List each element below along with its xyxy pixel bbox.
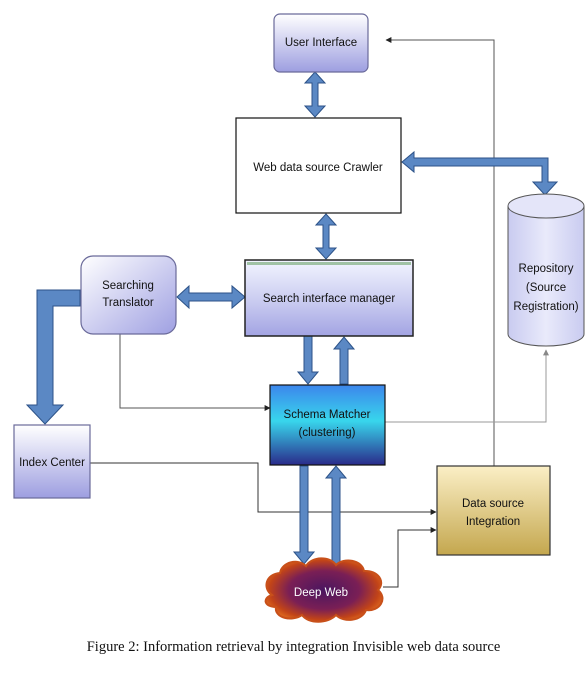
line-translator-to-schema <box>119 334 271 411</box>
user-interface-label: User Interface <box>285 37 357 49</box>
repository-label-3: Registration) <box>513 301 578 313</box>
node-index-center: Index Center <box>13 424 91 499</box>
arrow-ui-crawler <box>303 71 327 118</box>
arrow-crawler-sim <box>314 213 338 260</box>
searching-translator-label-2: Translator <box>102 297 154 309</box>
line-schema-to-repository <box>385 349 549 423</box>
repository-label-2: (Source <box>526 282 566 294</box>
deep-web-label: Deep Web <box>294 587 348 599</box>
node-schema-matcher: Schema Matcher (clustering) <box>269 384 386 466</box>
node-deep-web: Deep Web <box>264 557 384 623</box>
index-center-label: Index Center <box>19 457 85 469</box>
arrow-translator-sim <box>176 284 246 310</box>
node-repository: Repository (Source Registration) <box>507 193 585 347</box>
arrow-translator-to-index <box>25 289 81 425</box>
line-deepweb-to-integration <box>383 527 437 588</box>
arrow-crawler-repository <box>401 150 559 196</box>
node-crawler: Web data source Crawler <box>235 117 402 214</box>
connector-lines <box>90 37 549 588</box>
arrow-sim-to-schema <box>296 335 320 385</box>
data-source-integration-label-2: Integration <box>466 516 520 528</box>
repository-label-1: Repository <box>519 263 574 275</box>
arrow-deepweb-to-schema <box>324 465 348 565</box>
searching-translator-label-1: Searching <box>102 280 154 292</box>
node-search-interface-manager: Search interface manager <box>244 259 414 337</box>
deep-web-cloud-shape <box>264 557 384 623</box>
line-integration-to-ui <box>385 37 495 466</box>
block-arrows <box>25 71 559 565</box>
architecture-diagram: User Interface Web data source Crawler R… <box>13 13 585 623</box>
node-data-source-integration: Data source Integration <box>436 465 551 556</box>
line-index-to-integration <box>90 462 437 515</box>
search-interface-manager-label: Search interface manager <box>263 293 395 305</box>
crawler-label: Web data source Crawler <box>253 162 383 174</box>
node-user-interface: User Interface <box>273 13 369 73</box>
figure-caption: Figure 2: Information retrieval by integ… <box>86 639 501 655</box>
schema-matcher-label-2: (clustering) <box>299 427 356 439</box>
schema-matcher-label-1: Schema Matcher <box>284 409 371 421</box>
node-searching-translator: Searching Translator <box>80 255 177 335</box>
data-source-integration-label-1: Data source <box>462 498 524 510</box>
arrow-schema-to-sim <box>332 336 356 385</box>
arrow-schema-to-deepweb <box>292 465 316 565</box>
